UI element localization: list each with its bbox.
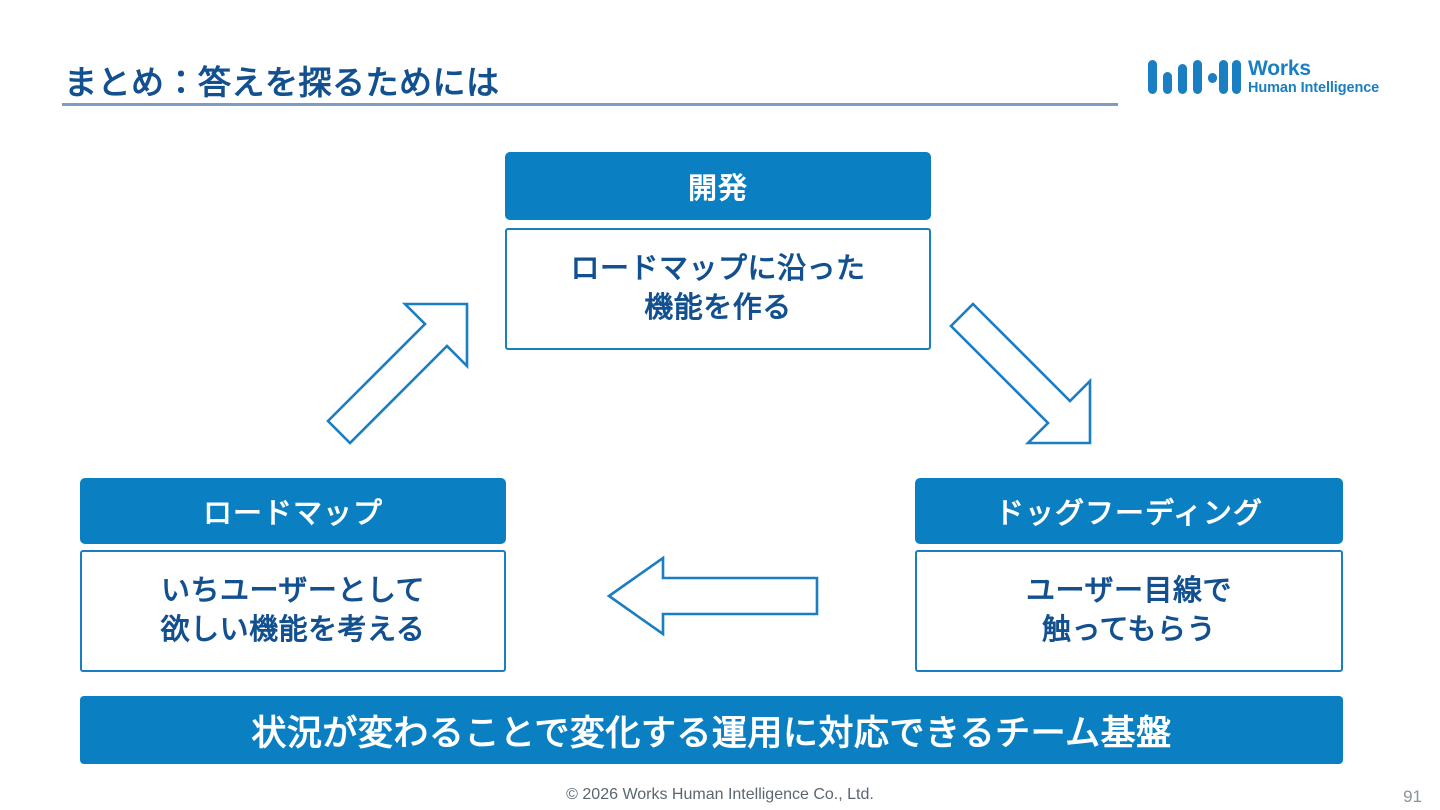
brand-logo-line1: Works [1248, 57, 1311, 80]
diagram-node-dev-body-line1: ロードマップに沿った [570, 253, 866, 286]
brand-logo-text: Works Human Intelligence [1248, 57, 1380, 97]
diagram-node-dev: 開発 ロードマップに沿った 機能を作る [505, 152, 931, 350]
brand-logo: Works Human Intelligence [1148, 57, 1396, 102]
title-divider [62, 103, 1118, 106]
footer-page-number: 91 [1403, 787, 1422, 806]
arrow-roadmap-to-dev-icon [322, 298, 502, 460]
diagram-node-roadmap-header: ロードマップ [80, 478, 506, 544]
diagram-node-dev-body-line2: 機能を作る [644, 292, 792, 324]
summary-banner: 状況が変わることで変化する運用に対応できるチーム基盤 [80, 696, 1343, 764]
diagram-node-dogfooding-body-line2: 触ってもらう [1041, 614, 1217, 646]
brand-logo-line2: Human Intelligence [1248, 80, 1380, 97]
page-title: まとめ：答えを探るためには [64, 64, 500, 101]
arrow-dogfooding-to-roadmap-icon [605, 552, 821, 640]
diagram-node-dev-header: 開発 [505, 152, 931, 220]
diagram-node-roadmap-body-line2: 欲しい機能を考える [160, 614, 426, 646]
arrow-dev-to-dogfooding-icon [942, 298, 1114, 460]
diagram-node-roadmap-body-line1: いちユーザーとして [160, 575, 426, 608]
diagram-node-dogfooding: ドッグフーディング ユーザー目線で 触ってもらう [915, 478, 1343, 672]
diagram-node-dogfooding-body-line1: ユーザー目線で [1026, 575, 1232, 608]
footer-copyright: © 2026 Works Human Intelligence Co., Ltd… [566, 786, 874, 803]
diagram-node-roadmap-body: いちユーザーとして 欲しい機能を考える [80, 550, 506, 672]
works-logo-bars-icon [1148, 60, 1241, 94]
diagram-node-dev-body: ロードマップに沿った 機能を作る [505, 228, 931, 350]
diagram-node-dogfooding-header: ドッグフーディング [915, 478, 1343, 544]
diagram-node-dogfooding-body: ユーザー目線で 触ってもらう [915, 550, 1343, 672]
diagram-node-roadmap: ロードマップ いちユーザーとして 欲しい機能を考える [80, 478, 506, 672]
